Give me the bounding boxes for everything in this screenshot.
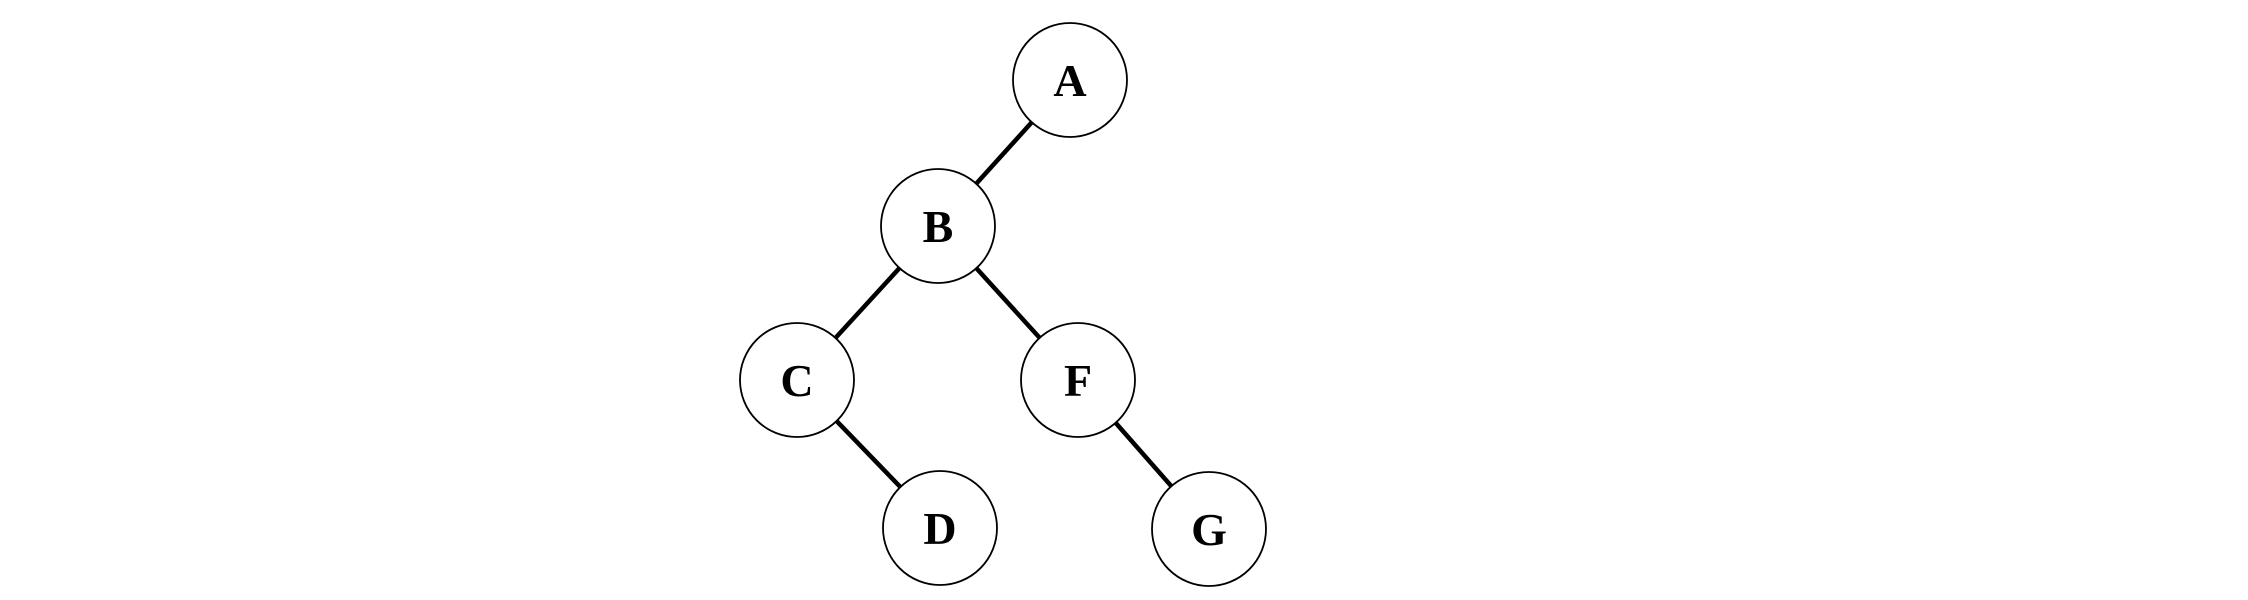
tree-node-label-A: A	[1053, 55, 1086, 106]
tree-node-B: B	[880, 168, 996, 284]
tree-node-circle-B	[880, 168, 996, 284]
tree-node-circle-A	[1012, 22, 1128, 138]
tree-node-label-F: F	[1064, 355, 1092, 406]
tree-node-D: D	[882, 470, 998, 586]
tree-node-circle-F	[1020, 322, 1136, 438]
tree-node-label-G: G	[1191, 504, 1227, 555]
tree-node-G: G	[1151, 471, 1267, 587]
tree-node-label-D: D	[923, 503, 956, 554]
tree-node-label-B: B	[923, 201, 954, 252]
tree-node-C: C	[739, 322, 855, 438]
tree-node-circle-G	[1151, 471, 1267, 587]
tree-node-circle-D	[882, 470, 998, 586]
tree-node-label-C: C	[780, 355, 813, 406]
tree-node-F: F	[1020, 322, 1136, 438]
tree-node-circle-C	[739, 322, 855, 438]
tree-node-A: A	[1012, 22, 1128, 138]
